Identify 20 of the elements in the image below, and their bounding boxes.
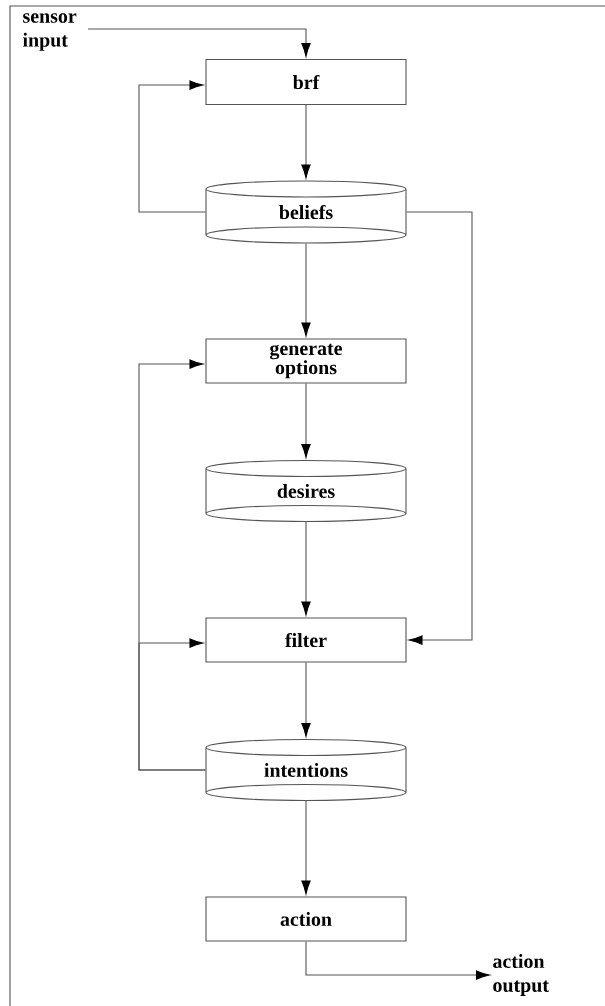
arrow [406, 211, 473, 645]
arrow [138, 638, 206, 771]
io-label: sensor input [22, 13, 77, 51]
arrow [305, 941, 490, 980]
process-box: brf [205, 58, 407, 106]
data-store-cylinder: beliefs [205, 180, 407, 244]
arrow [87, 28, 311, 57]
io-label: action output [493, 954, 549, 996]
process-box: filter [205, 617, 407, 663]
data-store-cylinder: intentions [205, 738, 407, 802]
arrow [301, 243, 311, 337]
arrow [138, 80, 206, 213]
arrow [301, 383, 311, 458]
data-store-cylinder: desires [205, 459, 407, 523]
arrow [301, 104, 311, 179]
process-box: action [205, 896, 407, 942]
arrow [301, 521, 311, 616]
arrow [301, 800, 311, 895]
arrow [301, 662, 311, 737]
process-box: generate options [205, 338, 407, 384]
